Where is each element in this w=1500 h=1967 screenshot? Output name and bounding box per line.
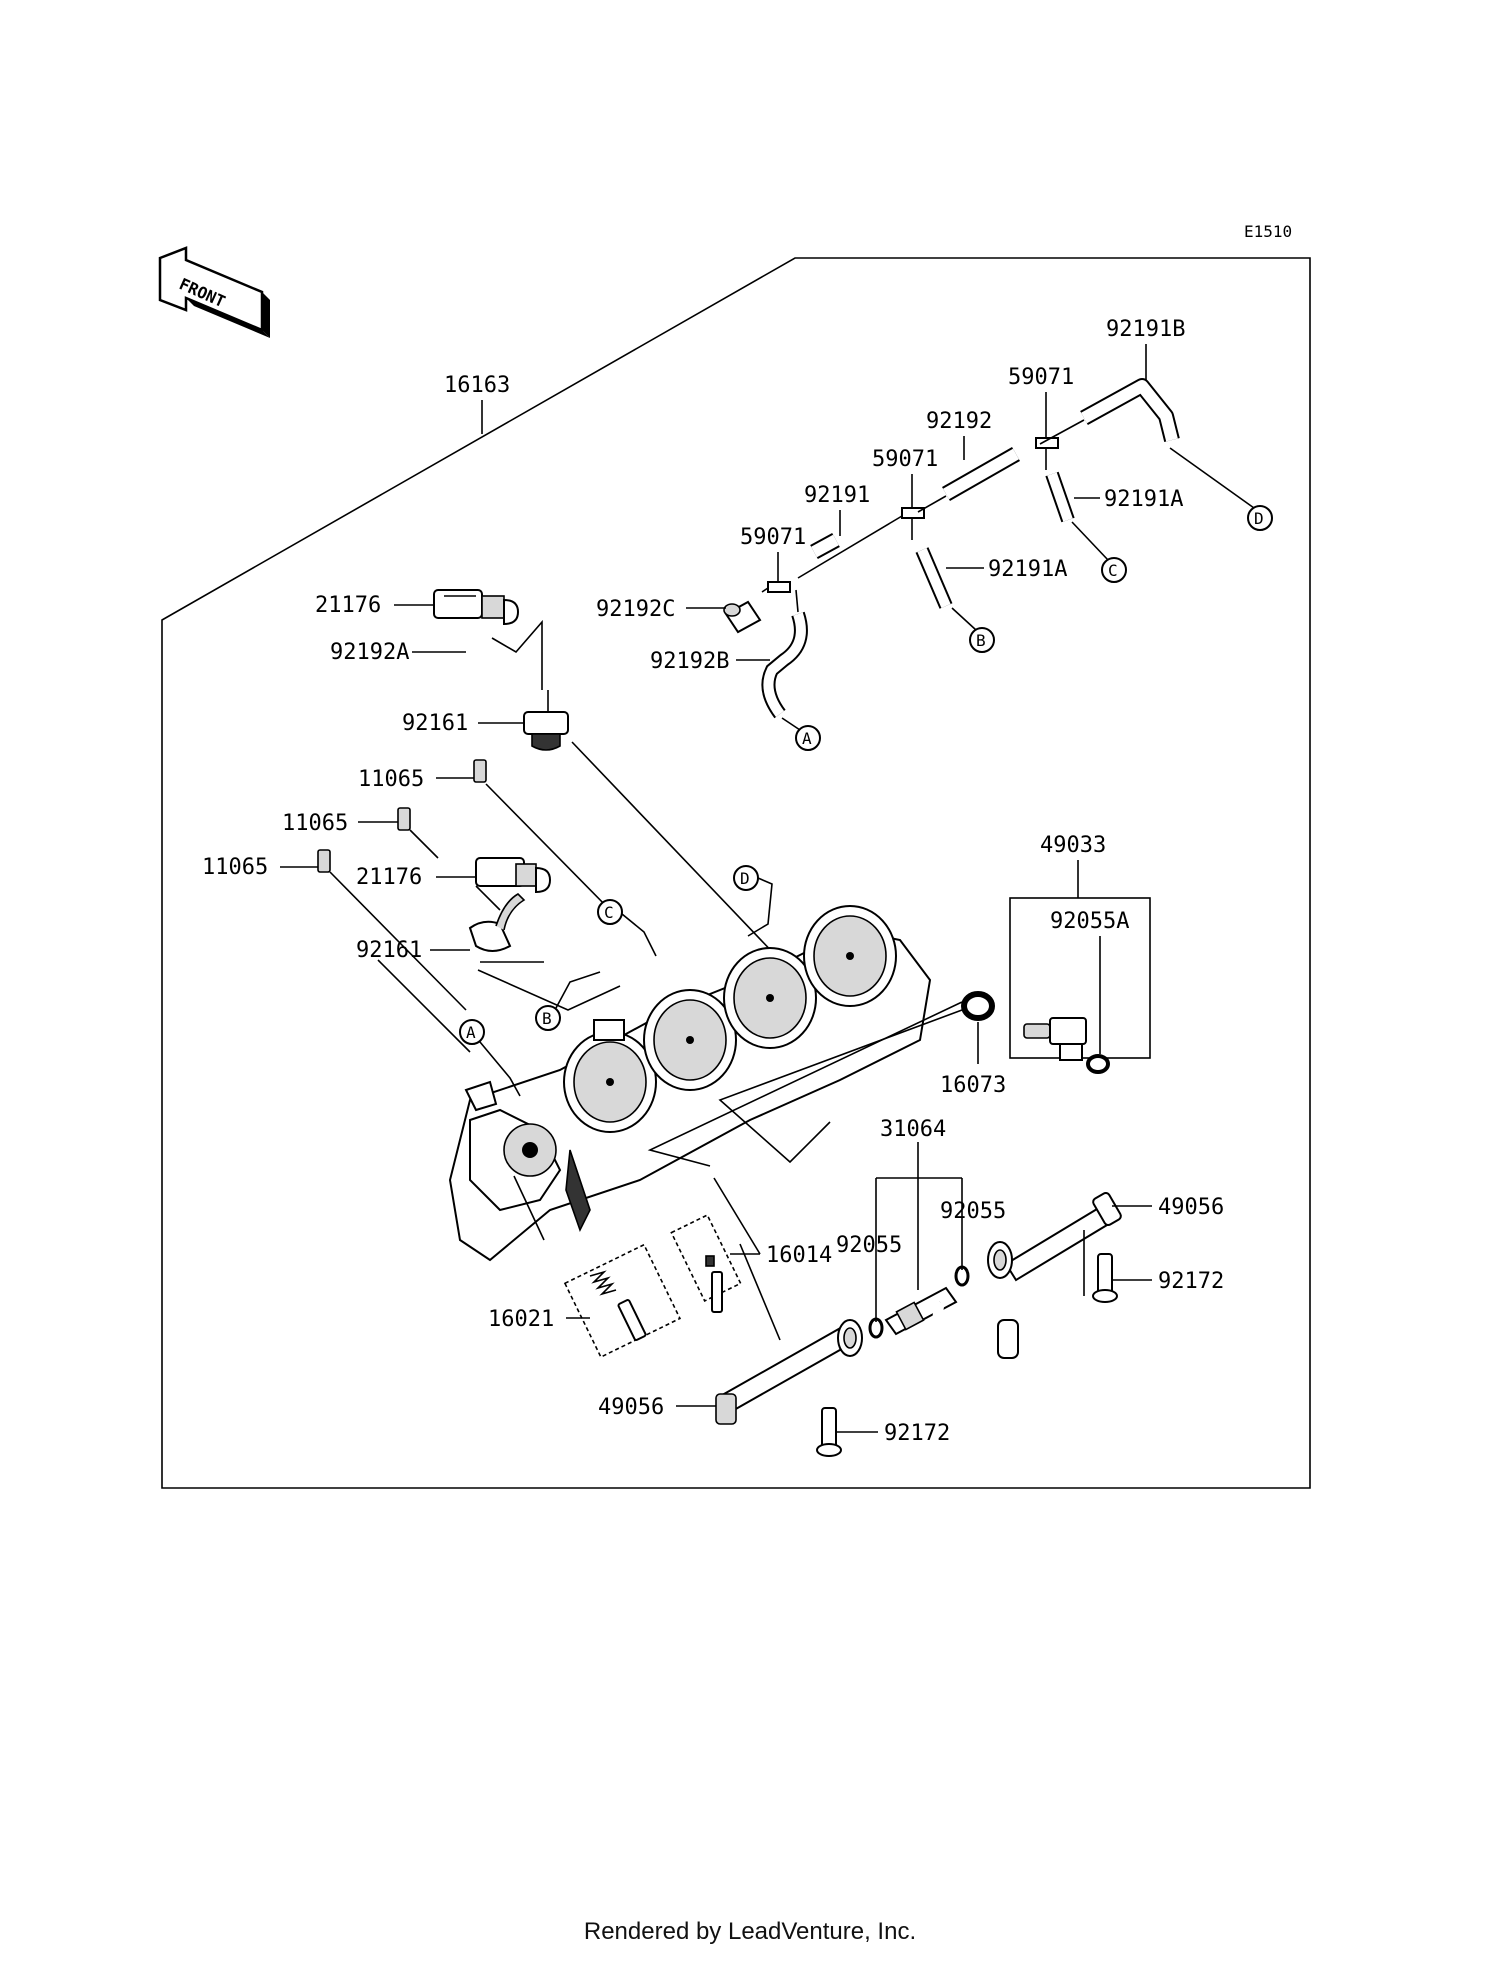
label-21176-upper: 21176 <box>315 593 381 618</box>
label-59071-mid: 59071 <box>872 447 938 472</box>
bolt-11065-1 <box>473 759 487 783</box>
screw-92172-left <box>816 1407 842 1457</box>
label-16163: 16163 <box>444 373 510 398</box>
label-92055-right: 92055 <box>940 1199 1006 1224</box>
label-16073: 16073 <box>940 1073 1006 1098</box>
tee-59071-left <box>767 581 799 613</box>
svg-text:B: B <box>542 1009 552 1028</box>
label-59071-right: 59071 <box>1008 365 1074 390</box>
screw-92172-right <box>1092 1253 1118 1303</box>
callout-c-body: C <box>597 899 657 957</box>
label-49056-left: 49056 <box>598 1395 664 1420</box>
bolt-11065-3 <box>317 849 331 873</box>
label-11065-3: 11065 <box>202 855 268 880</box>
label-11065-2: 11065 <box>282 811 348 836</box>
callout-d-body: D <box>733 865 773 937</box>
label-92172-right: 92172 <box>1158 1269 1224 1294</box>
label-92191: 92191 <box>804 483 870 508</box>
fuel-joint-31064 <box>884 1286 1019 1368</box>
label-92161-upper: 92161 <box>402 711 468 736</box>
label-92055A: 92055A <box>1050 909 1129 934</box>
label-21176-lower: 21176 <box>356 865 422 890</box>
svg-text:B: B <box>976 631 986 650</box>
bracket-upper <box>491 619 543 690</box>
callout-b-body: B <box>535 971 601 1031</box>
spring-set-16021 <box>589 1270 647 1341</box>
label-16021: 16021 <box>488 1307 554 1332</box>
callout-c-hose: C <box>1101 557 1127 583</box>
svg-text:C: C <box>604 903 614 922</box>
fuel-rail-49056-left <box>715 1319 863 1425</box>
svg-text:D: D <box>1254 509 1264 528</box>
cap-92192C <box>723 600 762 634</box>
label-92192A: 92192A <box>330 640 409 665</box>
screw-set-16014 <box>705 1255 723 1313</box>
oring-92055-right <box>954 1265 970 1287</box>
callout-b-hose: B <box>969 627 995 653</box>
svg-text:A: A <box>802 729 812 748</box>
oring-92055-left <box>868 1317 884 1339</box>
tee-59071-mid <box>901 507 925 540</box>
label-92172-left: 92172 <box>884 1421 950 1446</box>
pressure-sensor-lower <box>475 857 552 894</box>
label-16014: 16014 <box>766 1243 832 1268</box>
front-arrow-icon: FRONT <box>158 246 270 338</box>
leader-92161-body <box>571 741 781 961</box>
label-92192: 92192 <box>926 409 992 434</box>
callout-a-body: A <box>459 1019 521 1097</box>
callout-a-hose: A <box>795 725 821 751</box>
throttle-body-assembly <box>448 905 932 1262</box>
cushion-16073 <box>961 991 995 1021</box>
footer-credit: Rendered by LeadVenture, Inc. <box>583 1918 917 1945</box>
fitting-92161-upper <box>523 690 569 751</box>
fitting-92161-lower <box>468 893 526 952</box>
tee-59071-right <box>1035 437 1059 470</box>
label-92192C: 92192C <box>596 597 675 622</box>
label-92191A-mid: 92191A <box>988 557 1067 582</box>
pressure-sensor-upper <box>433 589 520 626</box>
label-49056-right: 49056 <box>1158 1195 1224 1220</box>
label-92191A-right: 92191A <box>1104 487 1183 512</box>
callout-d-hose: D <box>1247 505 1273 531</box>
fuel-rail-49056-right <box>987 1191 1122 1282</box>
svg-text:C: C <box>1108 561 1118 580</box>
bolt-11065-2 <box>397 807 411 831</box>
label-92161-lower: 92161 <box>356 938 422 963</box>
spring-set-box <box>563 1243 682 1359</box>
injector <box>1023 1017 1110 1074</box>
label-11065-1: 11065 <box>358 767 424 792</box>
label-31064: 31064 <box>880 1117 946 1142</box>
label-92055-left: 92055 <box>836 1233 902 1258</box>
assembly-outline <box>161 257 1311 1489</box>
svg-text:A: A <box>466 1023 476 1042</box>
label-92191B: 92191B <box>1106 317 1185 342</box>
label-59071-left: 59071 <box>740 525 806 550</box>
svg-text:D: D <box>740 869 750 888</box>
label-49033: 49033 <box>1040 833 1106 858</box>
diagram-code: E1510 <box>1244 222 1292 241</box>
label-92192B: 92192B <box>650 649 729 674</box>
